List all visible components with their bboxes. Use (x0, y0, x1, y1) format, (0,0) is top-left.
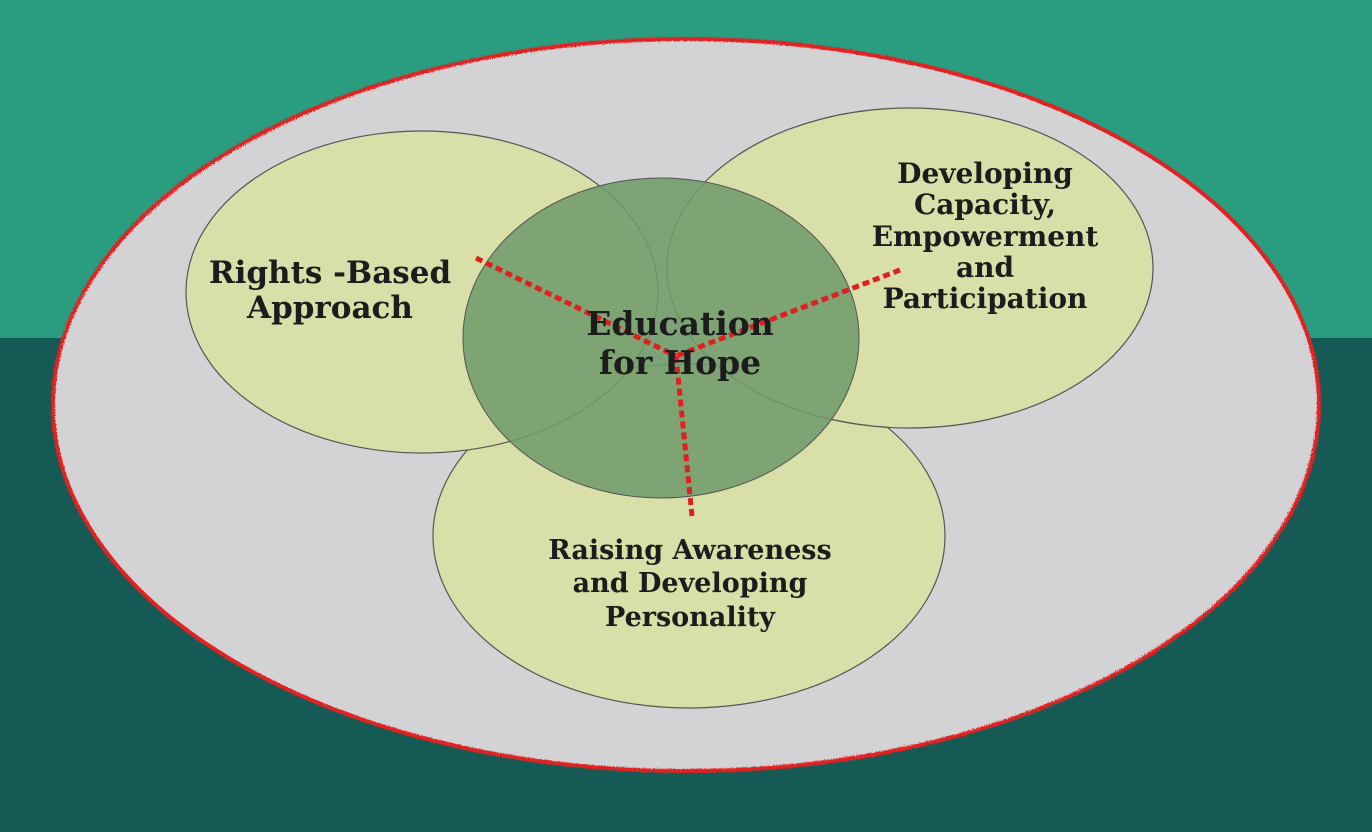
connector-awareness (673, 355, 695, 517)
node-label-capacity: Developing Capacity, Empowerment and Par… (871, 157, 1099, 316)
connector-lines (474, 255, 901, 517)
center-label: Education for Hope (586, 304, 774, 382)
center-circle (462, 177, 860, 499)
connector-rights (474, 255, 678, 359)
connector-capacity (675, 267, 901, 359)
node-label-awareness: Raising Awareness and Developing Persona… (548, 535, 832, 633)
node-label-rights: Rights -Based Approach (208, 255, 452, 326)
